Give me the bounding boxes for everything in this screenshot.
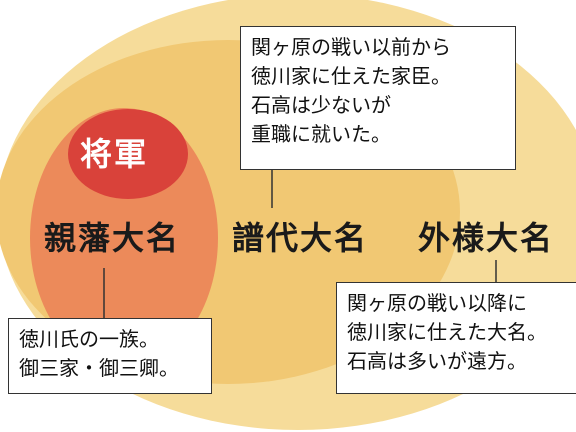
shogun-label: 将軍 bbox=[80, 135, 149, 173]
tozama-note-line: 関ヶ原の戦い以降に bbox=[347, 291, 527, 315]
shinpan-label: 親藩大名 bbox=[44, 219, 181, 257]
shinpan-note: 徳川氏の一族。 御三家・御三卿。 bbox=[8, 318, 212, 394]
shinpan-note-line: 御三家・御三卿。 bbox=[19, 356, 179, 380]
fudai-note-line: 徳川家に仕えた家臣。 bbox=[251, 64, 451, 88]
fudai-note: 関ヶ原の戦い以前から 徳川家に仕えた家臣。 石高は少ないが 重職に就いた。 bbox=[240, 26, 516, 170]
fudai-note-line: 重職に就いた。 bbox=[251, 122, 391, 146]
shinpan-note-line: 徳川氏の一族。 bbox=[19, 327, 159, 351]
shogun-region bbox=[68, 109, 188, 199]
tozama-note-line: 石高は多いが遠方。 bbox=[347, 349, 527, 373]
tozama-note: 関ヶ原の戦い以降に 徳川家に仕えた大名。 石高は多いが遠方。 bbox=[336, 282, 576, 394]
tozama-note-line: 徳川家に仕えた大名。 bbox=[347, 320, 547, 344]
fudai-note-line: 関ヶ原の戦い以前から bbox=[251, 35, 451, 59]
fudai-note-line: 石高は少ないが bbox=[251, 93, 391, 117]
tozama-label: 外様大名 bbox=[418, 219, 555, 257]
fudai-label: 譜代大名 bbox=[232, 219, 369, 257]
